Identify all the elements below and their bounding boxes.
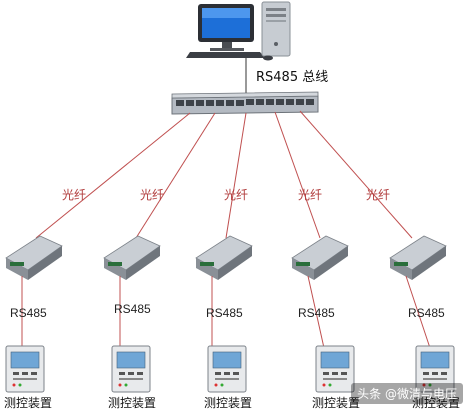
fiber-label-1: 光纤 <box>62 188 87 202</box>
rs485-label-5: RS485 <box>408 306 445 320</box>
media-converter-icon <box>195 235 253 280</box>
fiber-label-3: 光纤 <box>224 188 249 202</box>
measurement-device-icon <box>111 345 151 393</box>
fiber-hub-icon <box>171 91 319 115</box>
rs485-drop-lines <box>21 275 431 349</box>
media-converter-icon <box>291 235 349 280</box>
fiber-label-4: 光纤 <box>298 188 323 202</box>
fiber-line-4 <box>274 111 321 239</box>
fiber-label-5: 光纤 <box>366 188 391 202</box>
device-label-4: 测控装置 <box>312 396 361 410</box>
rs485-label-2: RS485 <box>114 302 151 316</box>
rs485-label-4: RS485 <box>298 306 335 320</box>
fiber-line-3 <box>225 112 247 239</box>
media-converter-icon <box>5 235 63 280</box>
fiber-line-1 <box>35 112 191 239</box>
measurement-device-icon <box>5 345 45 393</box>
fiber-label-2: 光纤 <box>140 188 165 202</box>
device-label-5: 测控装置 <box>412 396 461 410</box>
device-label-1: 测控装置 <box>4 396 53 410</box>
computer-icon <box>186 1 291 61</box>
measurement-device-icon <box>207 345 247 393</box>
device-label-2: 测控装置 <box>108 396 157 410</box>
device-label-3: 测控装置 <box>204 396 253 410</box>
fiber-line-5 <box>299 110 413 239</box>
measurement-device-icon <box>315 345 355 393</box>
fiber-line-2 <box>135 112 216 239</box>
fiber-lines <box>35 110 413 239</box>
measurement-device-icon <box>415 345 455 393</box>
watermark: 头条 @微清与电压 <box>351 383 463 404</box>
media-converter-icon <box>389 235 447 280</box>
media-converter-icon <box>103 235 161 280</box>
rs485-label-3: RS485 <box>206 306 243 320</box>
rs485-label-1: RS485 <box>10 306 47 320</box>
rs485-bus-label: RS485 总线 <box>256 70 329 85</box>
